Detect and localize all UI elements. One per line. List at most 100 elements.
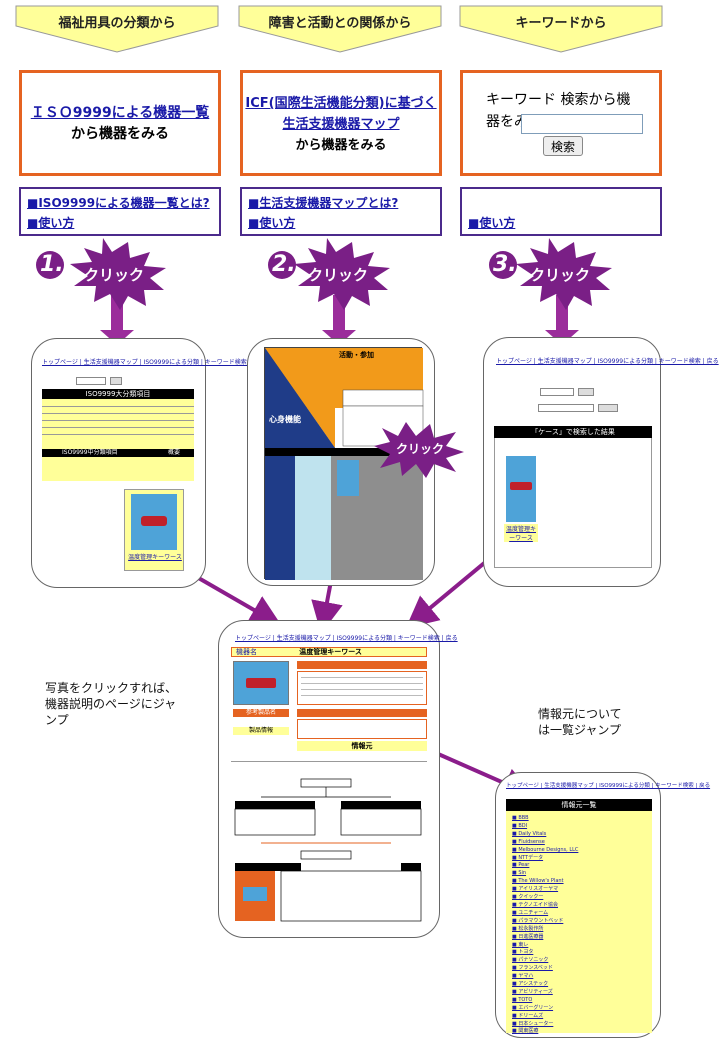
iso-box-text: から機器をみる: [71, 126, 169, 142]
shot1-mid-col2: 概要: [167, 449, 180, 456]
shot1-search-button: [110, 377, 122, 385]
source-item[interactable]: ■ 関東医療: [512, 1028, 539, 1035]
shot3-search-input2: [538, 404, 594, 412]
header-classification: 福祉用具の分類から: [14, 4, 220, 54]
burst-3: [516, 238, 612, 310]
source-item[interactable]: ■ 松永製作所: [512, 925, 544, 932]
detail-ref-heading: 参考製品名: [233, 709, 289, 717]
sources-nav[interactable]: トップページ | 生活支援機器マップ | ISO9999による分類 | キーワー…: [506, 783, 711, 789]
source-item[interactable]: ■ アイリスオーヤマ: [512, 886, 559, 893]
detail-section-title: 情報元: [297, 741, 427, 751]
icf-box: ICF(国際生活機能分類)に基づく生活支援機器マップ から機器をみる: [240, 70, 442, 176]
shot3-search-button: [578, 388, 594, 396]
source-item[interactable]: ■ NTTデータ: [512, 854, 544, 861]
source-item[interactable]: ■ トヨタ: [512, 949, 534, 956]
source-item[interactable]: ■ Daily Vitals: [512, 830, 547, 837]
source-item[interactable]: ■ BBB: [512, 815, 529, 821]
detail-nav[interactable]: トップページ | 生活支援機器マップ | ISO9999による分類 | キーワー…: [235, 635, 458, 642]
detail-product-info: 製品情報: [233, 727, 289, 735]
detail-description: [297, 671, 427, 705]
detail-photo[interactable]: [233, 661, 289, 705]
detail-heading-bar: 機器名 温度管理キーワース: [231, 647, 427, 657]
detail-orange-bar1: [297, 661, 427, 669]
iso-about-link[interactable]: ■ISO9999による機器一覧とは?: [27, 196, 210, 210]
source-item[interactable]: ■ Sin: [512, 870, 527, 877]
sources-list: ■ BBB■ BDI■ Daily Vitals■ Fluidsense■ Me…: [506, 811, 652, 1035]
shot2-map: 活動・参加 心身機能: [264, 347, 424, 580]
shot3-search-button2: [598, 404, 618, 412]
source-item[interactable]: ■ パラマウントベッド: [512, 917, 564, 924]
step-label-2: クリック: [308, 266, 369, 284]
keyword-search-button[interactable]: 検索: [543, 136, 583, 156]
shot1-item-label[interactable]: 温度管理キーワース: [128, 554, 182, 561]
shot3-result-title: 「ケース」で検索した結果: [494, 426, 652, 438]
icf-howto-link[interactable]: ■使い方: [248, 216, 296, 230]
icf-about-link[interactable]: ■生活支援機器マップとは?: [248, 196, 399, 210]
source-item[interactable]: ■ フランスベッド: [512, 965, 553, 972]
step-circle-1: [36, 251, 64, 279]
source-item[interactable]: ■ テクノエイド協会: [512, 901, 559, 908]
header-label: キーワードから: [515, 16, 607, 31]
iso-list-link[interactable]: ＩＳＯ9999による機器一覧: [30, 105, 210, 121]
source-item[interactable]: ■ Melbourne Designs, LLC: [512, 846, 579, 853]
shot1-title: ISO9999大分類項目: [42, 389, 194, 399]
screenshot-icf: 活動・参加 心身機能: [247, 338, 435, 586]
source-item[interactable]: ■ ヤマハ: [512, 973, 534, 980]
source-item[interactable]: ■ エバーグリーン: [512, 1004, 554, 1011]
chevron-shape: [459, 5, 663, 53]
source-item[interactable]: ■ Pear: [512, 862, 530, 869]
source-item[interactable]: ■ パナソニック: [512, 957, 549, 964]
source-item[interactable]: ■ Fluidsense: [512, 838, 545, 845]
step-circle-3: [489, 251, 517, 279]
screenshot-keyword: トップページ | 生活支援機器マップ | ISO9999による分類 | キーワー…: [483, 337, 719, 587]
source-item[interactable]: ■ BDI: [512, 822, 528, 829]
burst-1: [70, 238, 166, 310]
source-item[interactable]: ■ クイックー: [512, 894, 544, 901]
shot1-category-list: [42, 399, 194, 449]
source-item[interactable]: ■ 東レ: [512, 941, 529, 948]
keyword-howto-link[interactable]: ■使い方: [468, 216, 516, 230]
keyword-links-box: ■使い方: [460, 187, 662, 236]
step-label-1: クリック: [84, 266, 145, 284]
shot2-map-graphic: [265, 348, 424, 580]
shot1-search-input: [76, 377, 106, 385]
header-label: 障害と活動との関係から: [268, 16, 412, 31]
shot2-title: 活動・参加: [339, 351, 374, 359]
keyword-search-input[interactable]: [521, 114, 643, 134]
iso-box: ＩＳＯ9999による機器一覧 から機器をみる: [19, 70, 221, 176]
source-item[interactable]: ■ The Willow's Plant: [512, 878, 564, 885]
shot3-item-label[interactable]: 温度管理キーワース: [504, 524, 538, 542]
shot1-mid-title: ISO9999中分類項目: [62, 449, 118, 456]
step-circle-2: [268, 251, 296, 279]
shot3-item-photo[interactable]: [506, 456, 536, 522]
source-item[interactable]: ■ 日本シューター: [512, 1020, 554, 1027]
source-item[interactable]: ■ ユニチャーム: [512, 909, 549, 916]
shot3-result-area: [494, 438, 652, 568]
icf-map-link[interactable]: ICF(国際生活機能分類)に基づく生活支援機器マップ: [245, 96, 437, 132]
chevron-shape: [15, 5, 219, 53]
icf-box-text: から機器をみる: [295, 138, 387, 153]
shot1-mid-list: [42, 457, 194, 481]
caption-right: 情報元については一覧ジャンプ: [538, 707, 622, 737]
iso-howto-link[interactable]: ■使い方: [27, 216, 75, 230]
chevron-shape: [238, 5, 442, 53]
keyword-box: キーワード 検索から機器をみる 検索: [460, 70, 662, 176]
shot1-nav[interactable]: トップページ | 生活支援機器マップ | ISO9999による分類 | キーワー…: [42, 359, 265, 366]
shot2-left-label: 心身機能: [269, 415, 301, 424]
shot1-item-photo[interactable]: [131, 494, 177, 550]
detail-heading: 温度管理キーワース: [299, 648, 362, 656]
detail-category-label: 機器名: [236, 648, 257, 656]
source-item[interactable]: ■ ドリームズ: [512, 1012, 544, 1019]
detail-description2: [297, 719, 427, 739]
detail-divider: [231, 761, 427, 762]
header-keyword: キーワードから: [458, 4, 664, 54]
source-item[interactable]: ■ 日進医療器: [512, 933, 544, 940]
source-item[interactable]: ■ アシステック: [512, 981, 549, 988]
screenshot-sources: トップページ | 生活支援機器マップ | ISO9999による分類 | キーワー…: [495, 772, 710, 1038]
step-label-3: クリック: [530, 266, 591, 284]
source-item[interactable]: ■ TOTO: [512, 996, 533, 1003]
shot1-mid-header: ISO9999中分類項目 概要: [42, 449, 194, 457]
source-item[interactable]: ■ アビリティーズ: [512, 988, 553, 995]
shot3-nav[interactable]: トップページ | 生活支援機器マップ | ISO9999による分類 | キーワー…: [496, 358, 719, 365]
burst-2: [294, 238, 390, 310]
